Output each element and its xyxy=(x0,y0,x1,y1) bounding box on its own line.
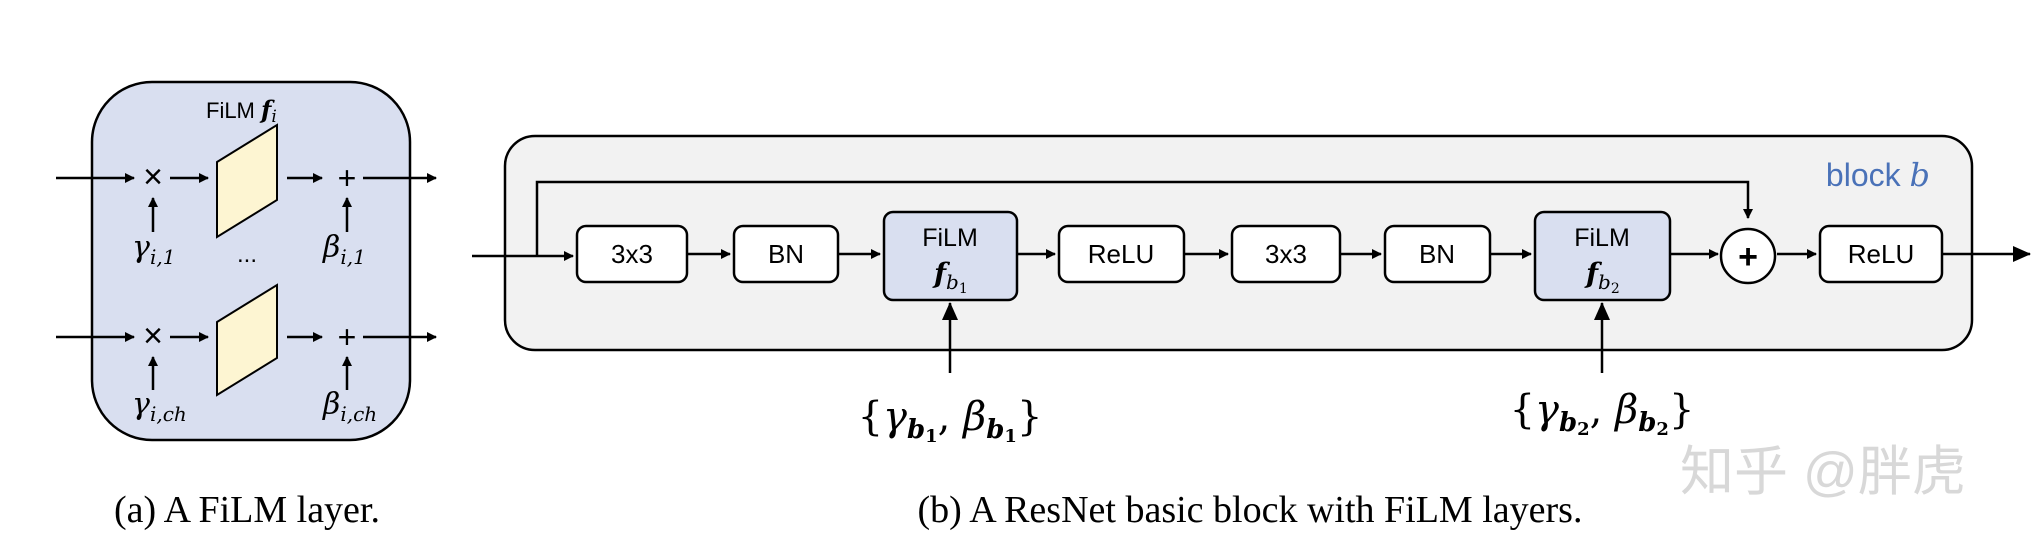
beta-bottom-label: βi,ch xyxy=(322,387,377,426)
linear-layer-top xyxy=(216,123,278,239)
relu2-label: ReLU xyxy=(1848,239,1914,269)
skip-connection xyxy=(535,180,1753,256)
bn2-node: BN xyxy=(1383,224,1492,284)
film2-node: FiLM fb2 xyxy=(1533,210,1672,302)
film-layer-title: FiLM fi xyxy=(206,95,277,127)
add-icon-bottom: + xyxy=(338,319,357,355)
bn2-label: BN xyxy=(1419,239,1455,269)
film1-symbol: fb1 xyxy=(932,257,968,297)
panel-b: block b 3x3 BN FiLM fb1 ReLU xyxy=(472,134,2031,531)
relu1-label: ReLU xyxy=(1088,239,1154,269)
multiply-icon-top: × xyxy=(143,158,163,196)
film1-label: FiLM xyxy=(922,224,978,252)
add-icon: + xyxy=(1738,238,1758,276)
beta-top-label: βi,1 xyxy=(322,230,366,269)
relu2-node: ReLU xyxy=(1818,224,1944,284)
params1-label: {γb1, βb1} xyxy=(858,394,1043,447)
linear-layer-bottom xyxy=(216,283,278,397)
film-layer-box xyxy=(90,80,412,442)
film2-label: FiLM xyxy=(1574,224,1630,252)
channel-ellipsis: ... xyxy=(237,241,257,268)
bn1-node: BN xyxy=(732,224,840,284)
relu1-node: ReLU xyxy=(1057,224,1186,284)
gamma-top-label: γi,1 xyxy=(132,230,175,269)
conv1-label: 3x3 xyxy=(611,239,653,269)
conv1-node: 3x3 xyxy=(575,224,689,284)
params2-label: {γb2, βb2} xyxy=(1510,387,1695,440)
watermark: 知乎 @胖虎 xyxy=(1680,442,1966,502)
conv2-node: 3x3 xyxy=(1230,224,1342,284)
block-label: block b xyxy=(1826,156,1930,194)
film1-node: FiLM fb1 xyxy=(882,210,1019,302)
add-icon-top: + xyxy=(338,160,357,196)
add-node: + xyxy=(1719,227,1777,285)
gamma-bottom-label: γi,ch xyxy=(132,387,187,426)
caption-a: (a) A FiLM layer. xyxy=(114,489,380,531)
caption-b: (b) A ResNet basic block with FiLM layer… xyxy=(918,489,1583,531)
multiply-icon-bottom: × xyxy=(143,317,163,355)
bn1-label: BN xyxy=(768,239,804,269)
panel-a: FiLM fi × + γi,1 βi,1 ... × + γi,ch βi,c… xyxy=(56,80,437,531)
conv2-label: 3x3 xyxy=(1265,239,1307,269)
